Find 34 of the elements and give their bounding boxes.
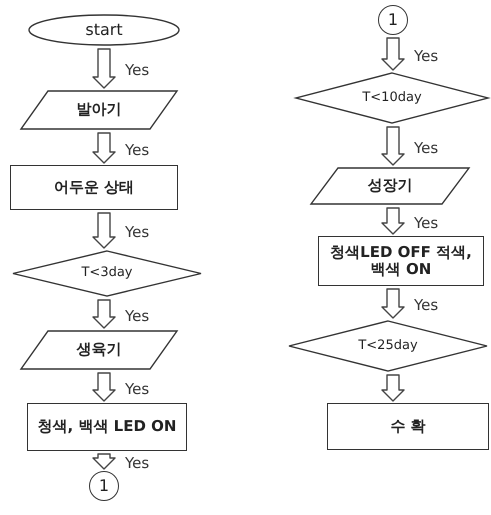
- block-arrow: [92, 212, 116, 249]
- edge-label: Yes: [124, 308, 150, 324]
- decision-diamond: T<10day: [295, 72, 489, 124]
- edge-label: Yes: [124, 224, 150, 240]
- edge-label: Yes: [413, 48, 440, 64]
- edge-label: Yes: [124, 62, 150, 78]
- block-arrow: [381, 37, 405, 71]
- block-arrow: [92, 453, 116, 470]
- edge-label: Yes: [124, 142, 150, 158]
- process-box: 청색LED OFF 적색, 백색 ON: [318, 236, 484, 286]
- decision-diamond: T<25day: [288, 320, 488, 372]
- block-arrow: [381, 207, 405, 235]
- block-arrow: [381, 288, 405, 319]
- block-arrow: [381, 126, 405, 166]
- io-parallelogram: 발아기: [20, 90, 178, 130]
- edge-label: Yes: [413, 214, 440, 231]
- connector-circle: 1: [89, 471, 119, 501]
- block-arrow: [92, 48, 116, 89]
- connector-circle: 1: [378, 5, 408, 35]
- block-arrow: [92, 132, 116, 164]
- process-box: 수 확: [327, 403, 489, 450]
- block-arrow: [92, 299, 116, 329]
- edge-label: Yes: [413, 297, 440, 314]
- io-parallelogram: 성장기: [310, 167, 470, 205]
- io-parallelogram: 생육기: [20, 330, 178, 370]
- process-box: 청색, 백색 LED ON: [27, 403, 187, 451]
- edge-label: Yes: [124, 455, 150, 472]
- process-box: 어두운 상태: [10, 165, 178, 210]
- edge-label: Yes: [413, 140, 440, 156]
- edge-label: Yes: [124, 380, 150, 397]
- block-arrow: [381, 374, 405, 402]
- decision-diamond: T<3day: [12, 250, 202, 297]
- terminal-ellipse: start: [28, 14, 180, 46]
- block-arrow: [92, 372, 116, 402]
